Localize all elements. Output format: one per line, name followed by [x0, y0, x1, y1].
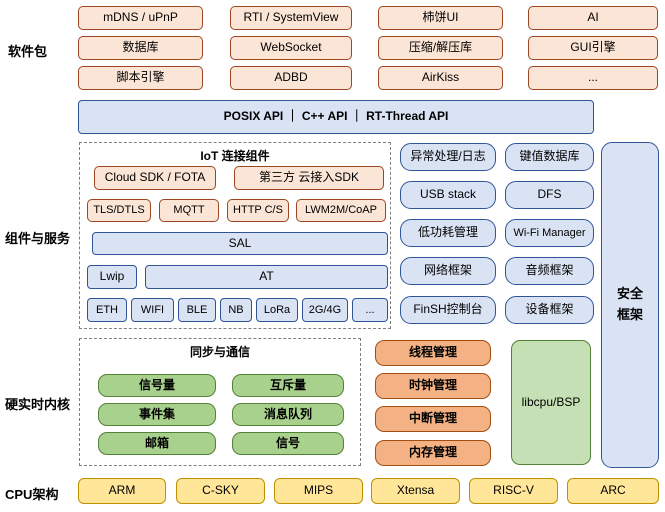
iot-box-thirdparty-cloud-sdk: 第三方 云接入SDK — [234, 166, 384, 190]
cpu-box-arc: ARC — [567, 478, 659, 504]
libcpu-bsp-box: libcpu/BSP — [511, 340, 591, 465]
kernel-box-message-queue: 消息队列 — [232, 403, 344, 426]
api-bar: POSIX API ｜ C++ API ｜ RT-Thread API — [78, 100, 594, 134]
service-box-low-power: 低功耗管理 — [400, 219, 496, 247]
kernel-box-event-set: 事件集 — [98, 403, 216, 426]
iot-box-mqtt: MQTT — [159, 199, 219, 222]
section-label-cpu: CPU架构 — [5, 487, 59, 502]
iot-box-wifi: WIFI — [131, 298, 174, 322]
package-box-mdns-upnp: mDNS / uPnP — [78, 6, 203, 30]
service-box-device-framework: 设备框架 — [505, 296, 594, 324]
package-box-gui-engine: GUI引擎 — [528, 36, 658, 60]
service-box-exception-log: 异常处理/日志 — [400, 143, 496, 171]
iot-box-lwm2m-coap: LWM2M/CoAP — [296, 199, 386, 222]
package-box-persimmon-ui: 柿饼UI — [378, 6, 503, 30]
sync-communication-container — [79, 338, 361, 466]
service-box-usb-stack: USB stack — [400, 181, 496, 209]
kernel-box-clock-manager: 时钟管理 — [375, 373, 491, 399]
package-box-script-engine: 脚本引擎 — [78, 66, 203, 90]
iot-box-tls-dtls: TLS/DTLS — [87, 199, 151, 222]
kernel-box-semaphore: 信号量 — [98, 374, 216, 397]
cpu-box-mips: MIPS — [274, 478, 363, 504]
kernel-box-interrupt-manager: 中断管理 — [375, 406, 491, 432]
service-box-audio-framework: 音频框架 — [505, 257, 594, 285]
iot-components-container — [79, 142, 391, 329]
iot-box-lora: LoRa — [256, 298, 298, 322]
package-box-database: 数据库 — [78, 36, 203, 60]
section-label-kernel: 硬实时内核 — [5, 397, 71, 412]
iot-box-ble: BLE — [178, 298, 216, 322]
package-box-airkiss: AirKiss — [378, 66, 503, 90]
package-box-ai: AI — [528, 6, 658, 30]
service-box-finsh-console: FinSH控制台 — [400, 296, 496, 324]
service-box-network-framework: 网络框架 — [400, 257, 496, 285]
kernel-box-signal: 信号 — [232, 432, 344, 455]
iot-box-cloud-sdk-fota: Cloud SDK / FOTA — [94, 166, 216, 190]
iot-box-nb: NB — [220, 298, 252, 322]
cpu-box-csky: C-SKY — [176, 478, 265, 504]
kernel-box-mailbox: 邮箱 — [98, 432, 216, 455]
security-framework-box: 安全框架 — [601, 142, 659, 468]
iot-box-eth: ETH — [87, 298, 127, 322]
iot-box-http-cs: HTTP C/S — [227, 199, 289, 222]
section-label-components: 组件与服务 — [5, 231, 71, 246]
security-framework-label: 安全框架 — [616, 286, 643, 322]
cpu-box-xtensa: Xtensa — [371, 478, 460, 504]
service-box-dfs: DFS — [505, 181, 594, 209]
section-label-packages: 软件包 — [8, 44, 48, 59]
package-box-websocket: WebSocket — [230, 36, 352, 60]
service-box-kv-database: 键值数据库 — [505, 143, 594, 171]
service-box-wifi-manager: Wi-Fi Manager — [505, 219, 594, 247]
iot-box-sal: SAL — [92, 232, 388, 255]
sync-communication-title: 同步与通信 — [189, 345, 250, 359]
package-box-compression: 压缩/解压库 — [378, 36, 503, 60]
kernel-box-mutex: 互斥量 — [232, 374, 344, 397]
cpu-box-arm: ARM — [78, 478, 166, 504]
cpu-box-riscv: RISC-V — [469, 478, 558, 504]
kernel-box-memory-manager: 内存管理 — [375, 440, 491, 466]
iot-box-at: AT — [145, 265, 388, 289]
package-box-adbd: ADBD — [230, 66, 352, 90]
package-box-more: ... — [528, 66, 658, 90]
iot-box-more: ... — [352, 298, 388, 322]
iot-box-lwip: Lwip — [87, 265, 137, 289]
kernel-box-thread-manager: 线程管理 — [375, 340, 491, 366]
iot-box-2g4g: 2G/4G — [302, 298, 348, 322]
package-box-rti-systemview: RTI / SystemView — [230, 6, 352, 30]
iot-section-title: IoT 连接组件 — [200, 149, 270, 163]
